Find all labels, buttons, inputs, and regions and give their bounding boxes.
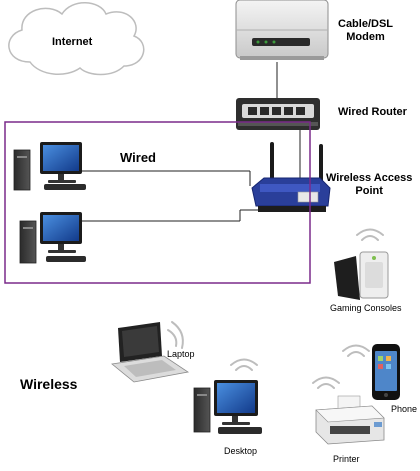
- desktop-computer-icon: [19, 212, 86, 264]
- wireless-label: Wireless: [20, 376, 78, 392]
- internet-label: Internet: [52, 36, 93, 48]
- wifi-signal-icon: [230, 358, 258, 371]
- wifi-signal-icon: [342, 344, 370, 357]
- router-label: Wired Router: [338, 106, 407, 118]
- desktop-computer-icon: [193, 380, 262, 434]
- phone-label: Phone: [391, 404, 418, 414]
- desktop-label: Desktop: [224, 446, 258, 456]
- router-icon: [236, 98, 320, 130]
- gaming-consoles-label: Gaming Consoles: [330, 303, 402, 313]
- phone-icon: [372, 344, 400, 400]
- access-point-icon: [251, 142, 331, 212]
- modem-icon: [235, 0, 329, 60]
- cloud-icon: [8, 2, 145, 76]
- printer-label: Printer: [333, 454, 360, 464]
- laptop-icon: [111, 322, 190, 383]
- printer-icon: [315, 395, 385, 445]
- wifi-signal-icon: [167, 321, 184, 349]
- laptop-label: Laptop: [167, 349, 195, 359]
- wifi-signal-icon: [356, 228, 384, 241]
- wifi-signal-icon: [312, 376, 340, 389]
- access-point-label: Wireless Access Point: [326, 172, 413, 197]
- modem-label: Cable/DSL Modem: [338, 18, 394, 43]
- wired-group-box: [4, 121, 311, 284]
- game-console-icon: [334, 251, 389, 300]
- wired-label: Wired: [120, 150, 156, 165]
- desktop-computer-icon: [13, 142, 86, 191]
- cables: [82, 62, 301, 222]
